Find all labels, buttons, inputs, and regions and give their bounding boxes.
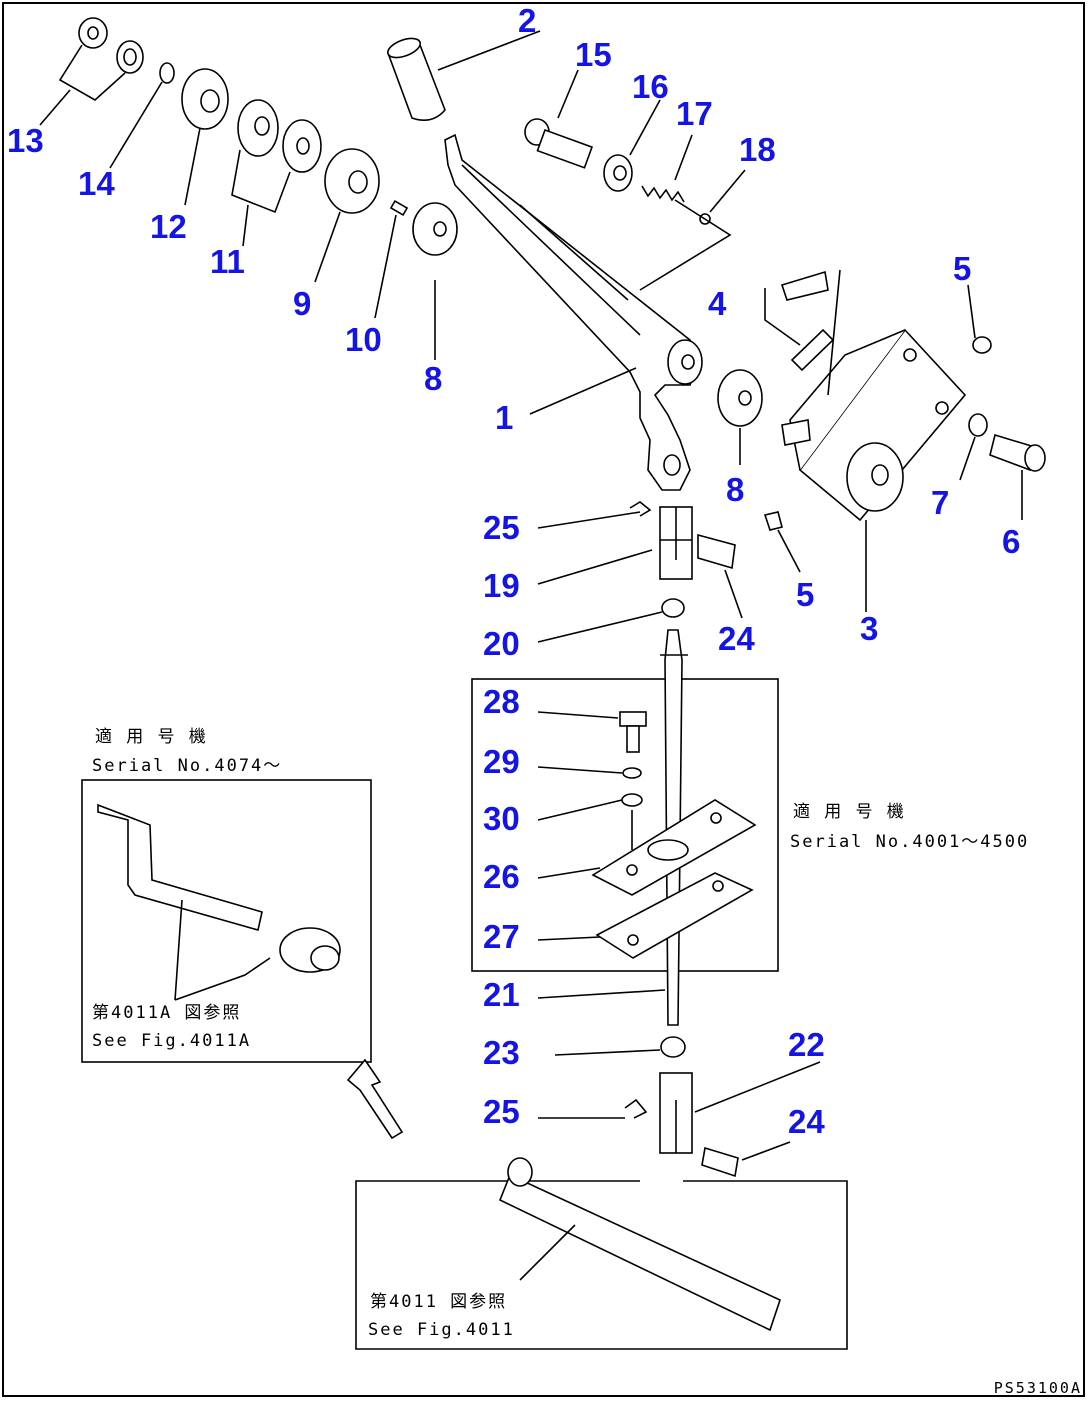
part-7-washer — [968, 413, 988, 437]
part-4-bolts — [764, 269, 841, 446]
callout-5-lower: 5 — [796, 576, 815, 613]
callout-15: 15 — [575, 36, 612, 73]
callout-27: 27 — [483, 918, 520, 955]
part-20-nut — [661, 598, 685, 618]
callout-12: 12 — [150, 208, 187, 245]
callout-26: 26 — [483, 858, 520, 895]
part-9-bushing — [324, 148, 380, 214]
arrow-pointer — [346, 1058, 404, 1140]
callout-30: 30 — [483, 800, 520, 837]
part-23-nut — [660, 1036, 686, 1058]
part-18-ball — [639, 199, 732, 291]
callout-8-upper: 8 — [424, 360, 443, 397]
note-ref-4011-jp: 第4011 図参照 — [370, 1292, 508, 1312]
callout-22: 22 — [788, 1026, 825, 1063]
part-11-plate — [231, 99, 322, 214]
callout-10: 10 — [345, 321, 382, 358]
part-28-bolt — [619, 711, 647, 753]
callout-14: 14 — [78, 165, 115, 202]
callout-3: 3 — [860, 610, 879, 647]
callout-25-upper: 25 — [483, 509, 520, 546]
inset-box-left — [81, 779, 372, 1063]
callout-2: 2 — [518, 2, 537, 39]
callout-7: 7 — [931, 484, 950, 521]
note-right-serial-jp: 適 用 号 機 — [793, 802, 906, 822]
part-25-clip-lower — [624, 1098, 648, 1119]
note-ref-4011a-jp: 第4011A 図参照 — [92, 1003, 242, 1023]
part-5-plug-lower — [763, 511, 783, 531]
part-5-washer-upper — [972, 336, 992, 354]
callout-18: 18 — [739, 131, 776, 168]
callout-9: 9 — [293, 285, 312, 322]
inset-box-bottom — [355, 1180, 848, 1350]
callout-6: 6 — [1002, 523, 1021, 560]
drawing-code: PS53100A — [993, 1379, 1082, 1397]
part-10-pin — [389, 199, 409, 217]
part-17-spring — [641, 185, 685, 203]
part-8-washer-upper — [412, 202, 458, 256]
note-left-serial-en: Serial No.4074〜 — [92, 756, 283, 776]
part-24-pin-lower — [701, 1146, 739, 1178]
callout-4: 4 — [708, 285, 727, 322]
part-29-lockwasher — [622, 767, 642, 779]
callout-23: 23 — [483, 1034, 520, 1071]
note-ref-4011a-en: See Fig.4011A — [92, 1031, 252, 1051]
callout-1: 1 — [495, 399, 514, 436]
callout-13: 13 — [7, 122, 44, 159]
part-22-yoke — [659, 1072, 693, 1154]
inset-bottom-shaft — [498, 1157, 781, 1332]
callout-24-upper: 24 — [718, 620, 755, 657]
inset-left-shaft — [97, 803, 341, 1001]
callout-19: 19 — [483, 567, 520, 604]
part-15-bolt — [524, 118, 594, 169]
part-14-washer — [159, 62, 175, 84]
callout-28: 28 — [483, 683, 520, 720]
part-30-washer — [621, 793, 643, 850]
callout-29: 29 — [483, 743, 520, 780]
callout-5-upper: 5 — [953, 250, 972, 287]
callout-17: 17 — [676, 95, 713, 132]
note-left-serial-jp: 適 用 号 機 — [95, 727, 208, 747]
part-6-bolt — [989, 433, 1046, 472]
part-16-nut — [603, 154, 633, 192]
callout-11: 11 — [210, 243, 245, 280]
part-27-plate — [595, 872, 754, 959]
part-26-plate — [591, 799, 757, 896]
callout-25-lower: 25 — [483, 1093, 520, 1130]
part-8-washer-lower — [717, 369, 763, 427]
part-1-lever — [444, 133, 703, 491]
part-3-bracket — [789, 328, 967, 522]
note-right-serial-en: Serial No.4001〜4500 — [790, 832, 1030, 852]
part-24-pin-upper — [697, 533, 736, 570]
part-13-nut — [58, 17, 144, 101]
part-2-knob — [386, 37, 446, 121]
note-ref-4011-en: See Fig.4011 — [368, 1320, 515, 1340]
part-19-yoke — [659, 506, 693, 580]
callout-20: 20 — [483, 625, 520, 662]
callout-16: 16 — [632, 68, 669, 105]
part-25-clip-upper — [629, 501, 652, 517]
callout-21: 21 — [483, 976, 520, 1013]
callout-8-lower: 8 — [726, 471, 745, 508]
callout-24-lower: 24 — [788, 1103, 825, 1140]
part-12-washer — [181, 68, 229, 130]
inset-box-center — [471, 678, 779, 972]
leader-lines — [39, 30, 1023, 1161]
